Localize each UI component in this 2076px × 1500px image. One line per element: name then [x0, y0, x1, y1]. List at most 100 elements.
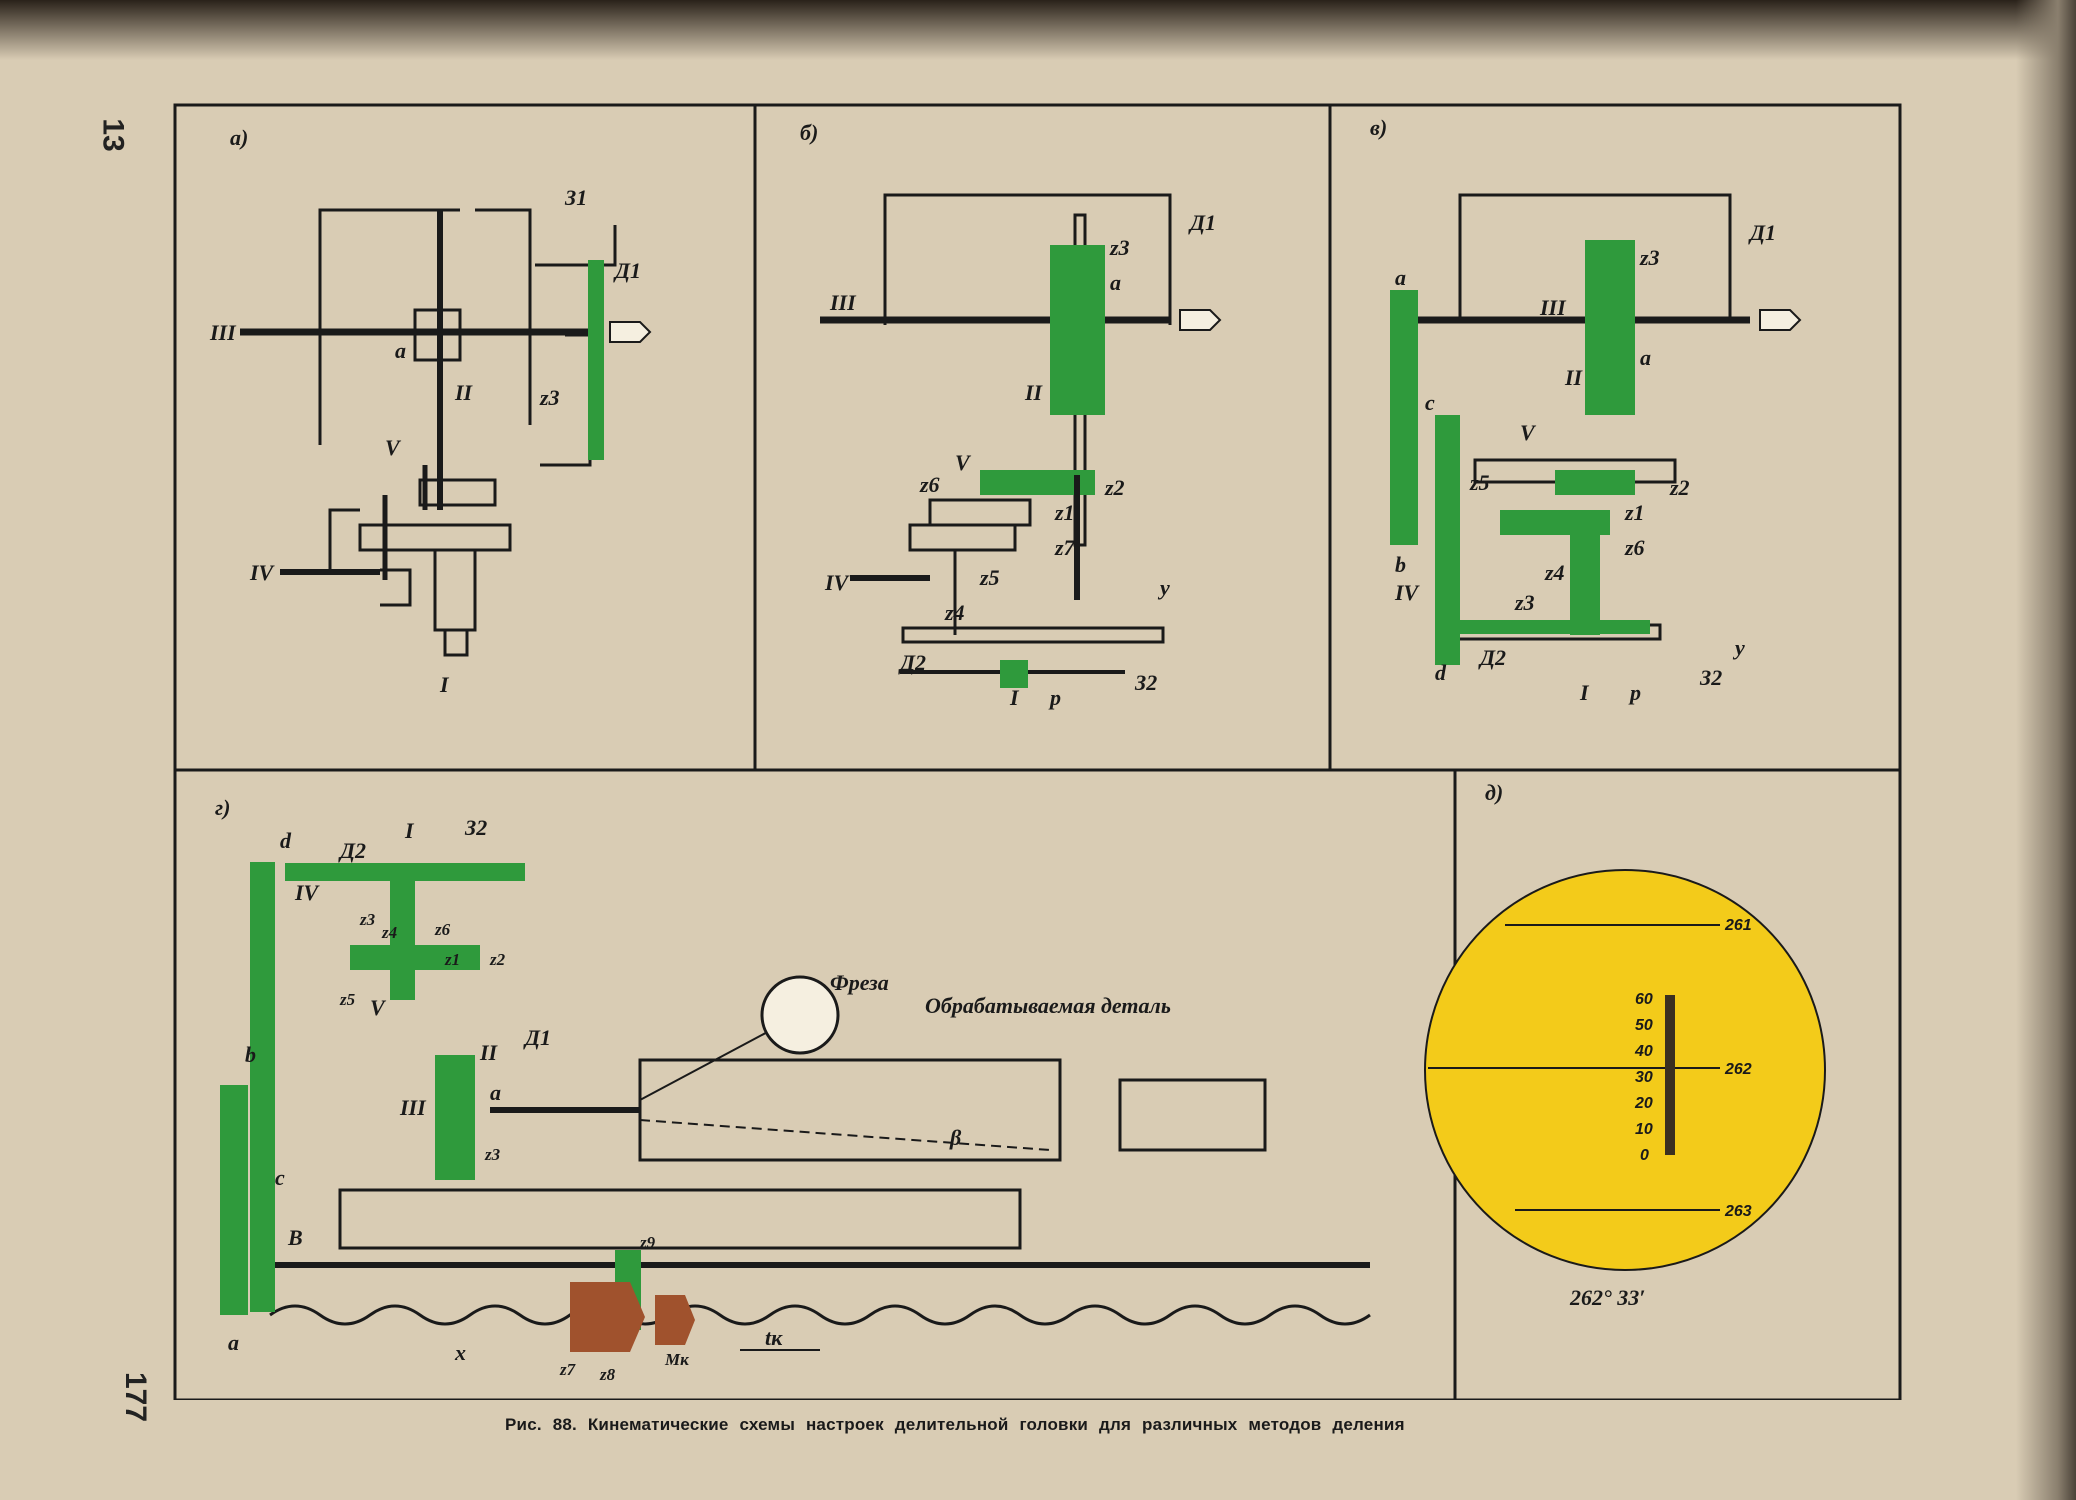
panel-g-label-d: d [280, 828, 292, 853]
panel-v-label-ii: II [1564, 365, 1584, 390]
panel-b-worm-wheel [1050, 245, 1105, 415]
panel-d-reading: 262° 33′ [1569, 1285, 1646, 1310]
panel-v-label-z3: z3 [1639, 245, 1660, 270]
panel-v-label-iii: III [1539, 295, 1567, 320]
panel-v-label-z1: z1 [1624, 500, 1645, 525]
top-page-number: 13 [96, 118, 130, 152]
panel-a-label-z3: z3 [539, 385, 560, 410]
panel-g-worm-wheel [435, 1055, 475, 1180]
panel-v-label-iv: IV [1394, 580, 1421, 605]
panel-g-label-z2-screw: З2 [464, 815, 487, 840]
panel-g-label-z8: z8 [599, 1365, 616, 1384]
panel-d-tick-10: 10 [1635, 1121, 1653, 1138]
panel-b-label-i: I [1009, 685, 1020, 710]
panel-v-label-i: I [1579, 680, 1590, 705]
panel-v-label-d2: Д2 [1478, 645, 1506, 670]
panel-g-plate [285, 863, 525, 881]
page-top-shadow [0, 0, 2076, 60]
panel-g-label-z9: z9 [639, 1233, 656, 1252]
panel-v-label-d: d [1435, 660, 1447, 685]
bottom-page-number: 177 [119, 1371, 153, 1423]
panel-g-label-tk: tк [765, 1325, 783, 1350]
panel-d-tick-40: 40 [1634, 1043, 1653, 1060]
panel-g-label-v: V [370, 995, 387, 1020]
panel-a-label-z1: З1 [564, 185, 587, 210]
panel-g-label-mk: Mк [664, 1350, 689, 1369]
panel-v-worm-wheel [1585, 240, 1635, 415]
panel-b-label-z2: z2 [1104, 475, 1125, 500]
panel-v-label-d1: Д1 [1748, 220, 1776, 245]
panel-g-gear-a [220, 1085, 248, 1315]
panel-g-label-d2: Д2 [338, 838, 366, 863]
panel-g-label-z4: z4 [381, 923, 397, 942]
panel-g-workpiece [638, 1058, 1062, 1162]
panel-g-label-z7: z7 [559, 1360, 577, 1379]
panel-g-gear-z1 [350, 945, 480, 970]
panel-g-label-z3: z3 [359, 910, 376, 929]
panel-g-label-i: I [404, 818, 415, 843]
panel-g-label-b: b [245, 1042, 256, 1067]
panel-g-label-d1: Д1 [523, 1025, 551, 1050]
panel-g-change-gears [250, 862, 275, 1312]
kinematic-schemes-figure: а) З1 Д1 III a II z3 V IV I [173, 103, 1902, 1400]
panel-b-label-z3: z3 [1109, 235, 1130, 260]
panel-v-label-b: b [1395, 552, 1406, 577]
panel-g-lead-screw [269, 1304, 1371, 1326]
panel-b-label-iv: IV [824, 570, 851, 595]
panel-d-tick-60: 60 [1635, 991, 1653, 1008]
panel-g-tailstock [1118, 1078, 1267, 1152]
figure-caption: Рис. 88. Кинематические схемы настроек д… [505, 1415, 1405, 1434]
panel-b-label-a: a [1110, 270, 1121, 295]
panel-b-label-p: p [1048, 685, 1061, 710]
panel-v-plate-d2 [1460, 620, 1650, 634]
panel-g: г) d I З2 Д2 IV z3 z4 z6 z1 z2 z5 V b II… [215, 795, 1371, 1384]
panel-v-change-gear-a [1390, 290, 1418, 545]
panel-d-tick-0: 0 [1640, 1147, 1649, 1164]
panel-b-label-d1: Д1 [1188, 210, 1216, 235]
panel-v-label-y: y [1732, 635, 1745, 660]
panel-v-label-z5: z5 [1469, 470, 1490, 495]
panel-v-label-p: p [1628, 680, 1641, 705]
panel-d-label: д) [1485, 780, 1503, 805]
panel-v: в) Д1 z3 a III II a c V z5 z2 z1 z6 z4 I… [1370, 115, 1802, 705]
panel-v-label-a: a [1640, 345, 1651, 370]
panel-b-label-v: V [955, 450, 972, 475]
panel-v-label-v: V [1520, 420, 1537, 445]
panel-b-label-z6: z6 [919, 472, 940, 497]
panel-a-label-a: a [395, 338, 406, 363]
panel-a: а) З1 Д1 III a II z3 V IV I [209, 125, 652, 697]
panel-v-label-z2-screw: З2 [1699, 665, 1722, 690]
panel-a-label-i: I [439, 672, 450, 697]
panel-v-label-c: c [1425, 390, 1435, 415]
panel-b-label-iii: III [829, 290, 857, 315]
page-binding-edge [2016, 0, 2076, 1500]
panel-g-gear-z7 [570, 1282, 645, 1352]
panel-b-label-z1: z1 [1054, 500, 1075, 525]
panel-g-label-c: c [275, 1165, 285, 1190]
panel-d-minute-scale [1665, 995, 1675, 1155]
panel-d: д) 261 262 263 60 50 40 30 20 10 0 262° … [1424, 780, 1826, 1310]
panel-g-label-b-shaft: B [287, 1225, 303, 1250]
panel-g-label-z2: z2 [489, 950, 506, 969]
panel-a-label-ii: II [454, 380, 474, 405]
panel-b-label-z5: z5 [979, 565, 1000, 590]
panel-g-bed [338, 1188, 1022, 1250]
panel-a-label-d1: Д1 [613, 258, 641, 283]
panel-g-label-iii: III [399, 1095, 427, 1120]
panel-g-label-a: a [490, 1080, 501, 1105]
panel-v-gear-z6 [1500, 510, 1610, 535]
panel-d-tick-30: 30 [1635, 1069, 1653, 1086]
panel-g-label-ii: II [479, 1040, 499, 1065]
panel-b-label-z2-screw: З2 [1134, 670, 1157, 695]
panel-v-label-z6: z6 [1624, 535, 1645, 560]
panel-g-workpiece-label: Обрабатываемая деталь [925, 993, 1171, 1018]
panel-g-label: г) [215, 795, 230, 820]
panel-g-cutter-label: Фреза [830, 970, 889, 995]
panel-a-dividing-plate [588, 260, 604, 460]
panel-g-label-z5: z5 [339, 990, 356, 1009]
panel-d-mark-261: 261 [1724, 917, 1752, 934]
panel-g-label-iv: IV [294, 880, 321, 905]
panel-d-optical-field [1424, 869, 1826, 1271]
panel-g-cutter [760, 975, 840, 1055]
panel-a-label: а) [230, 125, 248, 150]
